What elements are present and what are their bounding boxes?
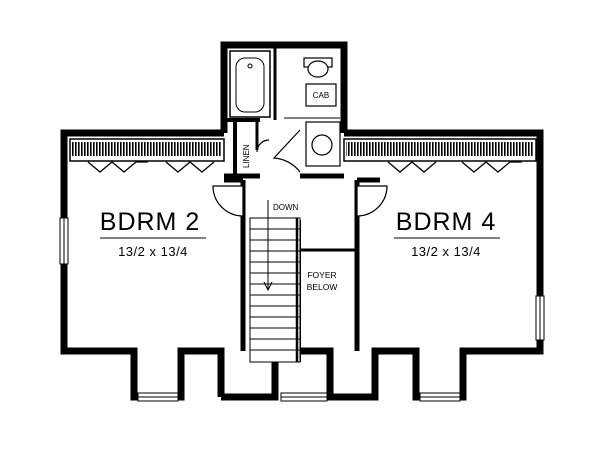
eave-strips <box>69 138 537 162</box>
staircase <box>249 200 301 363</box>
room-name-bdrm4: BDRM 4 <box>396 208 496 236</box>
door-swings <box>212 129 388 217</box>
room-dims-bdrm2: 13/2 x 13/4 <box>118 244 188 259</box>
toilet-bowl <box>307 60 329 78</box>
bathroom-fixtures <box>229 50 341 167</box>
room-dims-bdrm4: 13/2 x 13/4 <box>411 244 481 259</box>
door-swing-linen <box>256 139 270 153</box>
foyer-label-line1: FOYER <box>307 270 336 280</box>
door-swing-bath <box>272 129 301 173</box>
sink <box>311 134 333 156</box>
cabinet <box>305 83 337 107</box>
windows <box>59 217 545 402</box>
door-swing-bdrm2 <box>212 185 244 217</box>
foyer-label-line2: BELOW <box>307 282 338 292</box>
room-name-bdrm2: BDRM 2 <box>100 208 200 236</box>
linen-label: LINEN <box>242 144 251 168</box>
door-swing-bdrm4 <box>356 185 388 217</box>
stair-down-label: DOWN <box>273 203 299 212</box>
closet-doors <box>87 161 522 173</box>
cab-label: CAB <box>313 91 329 100</box>
